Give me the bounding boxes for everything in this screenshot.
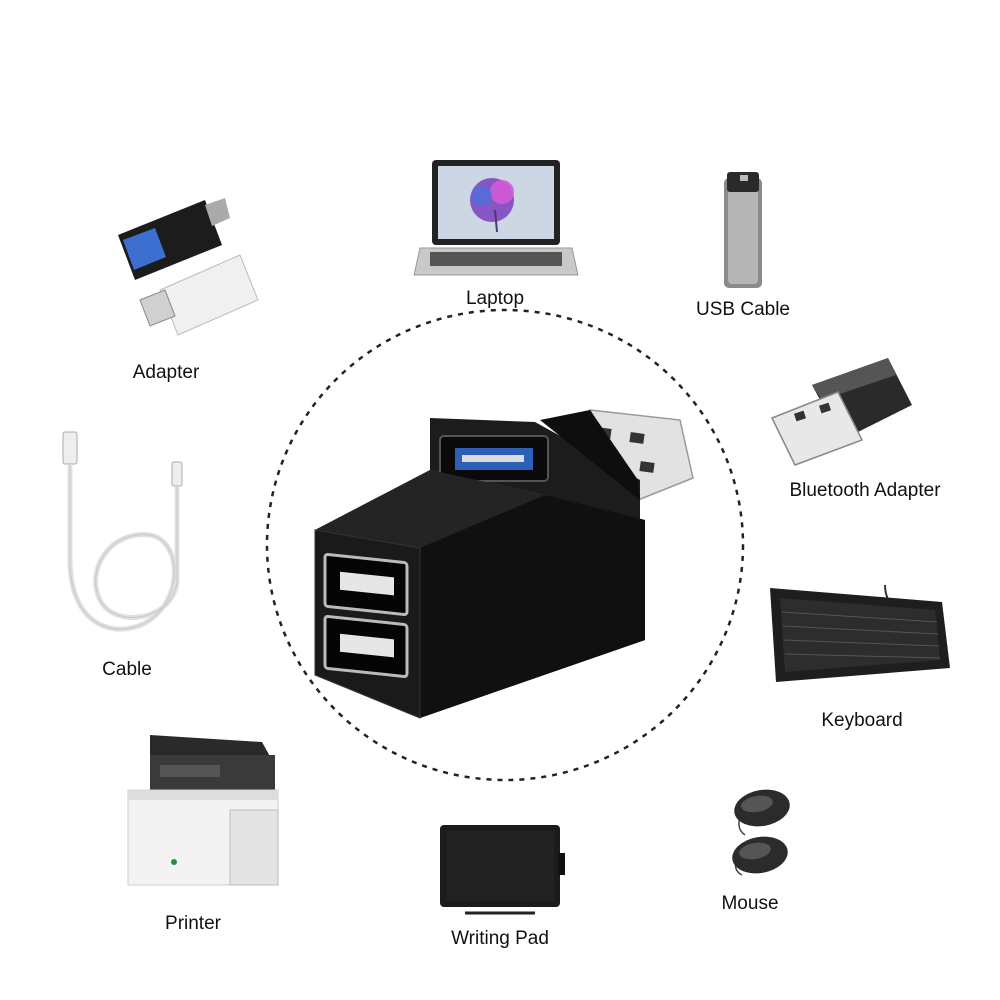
writing-pad-label: Writing Pad — [451, 928, 549, 949]
cable-label: Cable — [102, 659, 152, 680]
mouse-label: Mouse — [721, 893, 779, 914]
bluetooth-adapter-label: Bluetooth Adapter — [789, 480, 941, 501]
usb-cable-label: USB Cable — [696, 299, 790, 320]
keyboard-label: Keyboard — [821, 710, 903, 731]
laptop-label: Laptop — [465, 288, 525, 309]
printer-label: Printer — [165, 913, 221, 934]
adapter-label: Adapter — [132, 362, 200, 383]
